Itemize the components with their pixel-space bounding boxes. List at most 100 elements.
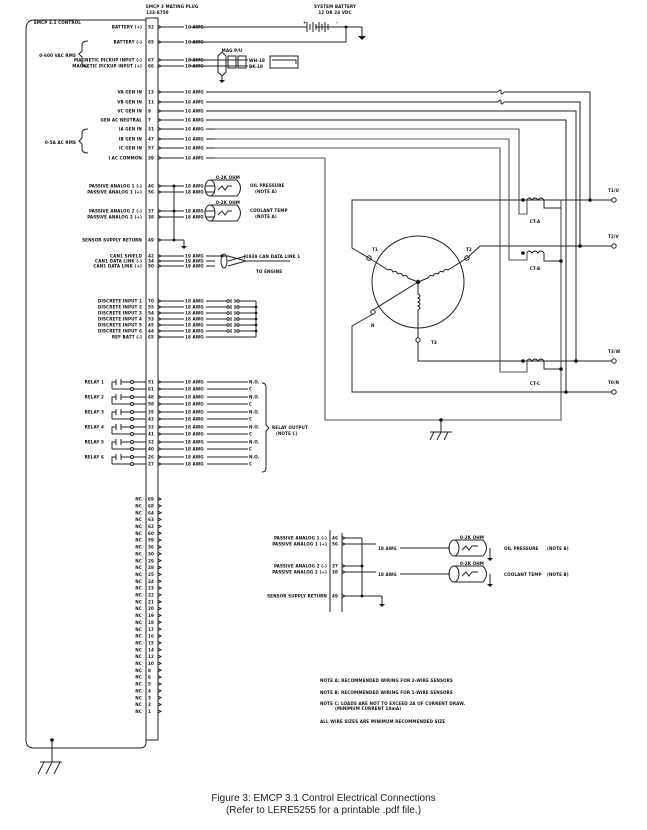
pin-number: 35	[148, 410, 154, 416]
pin-number: 47	[148, 137, 154, 143]
nc-label: NC	[135, 517, 142, 523]
nc-label: NC	[135, 524, 142, 530]
pin-number: 26	[148, 455, 154, 461]
nc-label: NC	[135, 647, 142, 653]
pin-number: 3	[148, 695, 151, 701]
wire-gauge: 19 AWG	[185, 264, 204, 270]
pin-label: PASSIVE ANALOG 2 (+)	[272, 570, 327, 576]
wire-gauge: 16 AWG	[185, 156, 204, 162]
pin-label: DISCRETE INPUT 5	[98, 323, 142, 329]
contact-label: C	[249, 417, 252, 423]
wire-gauge: 18 AWG	[185, 440, 204, 446]
wire-gauge: 16 AWG	[185, 118, 204, 124]
nc-label: NC	[135, 558, 142, 564]
wire-gauge: 18 AWG	[185, 305, 204, 311]
pin-number: 62	[148, 524, 154, 530]
pin-label: DISCRETE INPUT 3	[98, 311, 142, 317]
pin-number: 30	[148, 551, 154, 557]
nc-label: NC	[135, 661, 142, 667]
wire-gauge: 18 AWG	[185, 417, 204, 423]
output-t0n: T0/N	[608, 380, 620, 386]
note-c: NOTE C: LOADS ARE NOT TO EXCEED 2A OF CU…	[320, 701, 465, 707]
wire-gauge: 19 AWG	[185, 259, 204, 265]
sensor-wiring-1wire	[329, 530, 493, 612]
pin-number: 37	[332, 564, 338, 570]
nc-pin-row: NC 5	[135, 682, 163, 688]
pin-number: 68	[148, 503, 154, 509]
pin-label: SENSOR SUPPLY RETURN	[267, 594, 327, 600]
can-link-label: J1939 CAN DATA LINK 1	[243, 254, 300, 260]
alt-coolant-note: (NOTE B)	[547, 572, 569, 578]
pin-number: 22	[148, 593, 154, 599]
generator-wiring	[215, 89, 612, 422]
pin-label: PASSIVE ANALOG 2 (+)	[87, 215, 142, 221]
relay-output-brace	[261, 382, 270, 473]
pin-number: 46	[332, 536, 338, 542]
note-c-sub: (MINIMUM CURRENT 10mA)	[335, 706, 401, 712]
wire-gauge: 18 AWG	[185, 395, 204, 401]
wire-gauge: 18 AWG	[185, 402, 204, 408]
pin-number: 37	[148, 209, 154, 215]
alt-pin-row: PASSIVE ANALOG 1 (+)56	[272, 542, 376, 548]
nc-label: NC	[135, 640, 142, 646]
wire-gauge: 18 AWG	[185, 58, 204, 64]
vac-brace	[78, 40, 89, 68]
aac-group-label: 0-5A AC RMS	[45, 140, 76, 146]
wire-gauge: 18 AWG	[185, 323, 204, 329]
nc-label: NC	[135, 634, 142, 640]
pin-label: PASSIVE ANALOG 2 (-)	[274, 564, 327, 570]
nc-label: NC	[135, 702, 142, 708]
nc-label: NC	[135, 682, 142, 688]
pin-label: BATTERY (+)	[112, 25, 142, 31]
sensor-wiring-2wire	[172, 179, 241, 249]
pin-label: DISCRETE INPUT 2	[98, 305, 142, 311]
contact-label: N.O.	[249, 380, 260, 386]
figure-caption: Figure 3: EMCP 3.1 Control Electrical Co…	[211, 793, 436, 804]
pin-label: DISCRETE INPUT 1	[98, 299, 142, 305]
pin-number: 55	[148, 305, 154, 311]
wire-gauge: 18 AWG	[185, 317, 204, 323]
wire-gauge: 19 AWG	[185, 254, 204, 260]
pin-number: 25	[148, 572, 154, 578]
pin-label: VA GEN IN	[117, 90, 142, 96]
pin-number: 34	[148, 259, 154, 265]
pin-number: 44	[148, 329, 154, 335]
nc-label: NC	[135, 586, 142, 592]
relay-label: RELAY 2	[85, 395, 104, 401]
wire-gauge: 18 AWG	[185, 190, 204, 196]
note-b: NOTE B: RECOMMENDED WIRING FOR 1-WIRE SE…	[320, 690, 453, 696]
wire-gauge: 18 AWG	[185, 311, 204, 317]
contact-label: C	[249, 447, 252, 453]
pin-number: 19	[148, 613, 154, 619]
plug-part: 133-8750	[146, 10, 169, 16]
terminal-t2: T2	[466, 247, 472, 253]
pin-label: DISCRETE INPUT 6	[98, 329, 142, 335]
pin-number: 52	[148, 25, 154, 31]
ohm-label-2: 0-2K OHM	[216, 200, 240, 206]
pin-label: IA GEN IN	[119, 127, 143, 133]
chassis-ground-icon	[37, 738, 62, 775]
wire-gauge: 18 AWG	[185, 380, 204, 386]
pin-number: 5	[148, 682, 151, 688]
output-terminals	[611, 197, 617, 395]
